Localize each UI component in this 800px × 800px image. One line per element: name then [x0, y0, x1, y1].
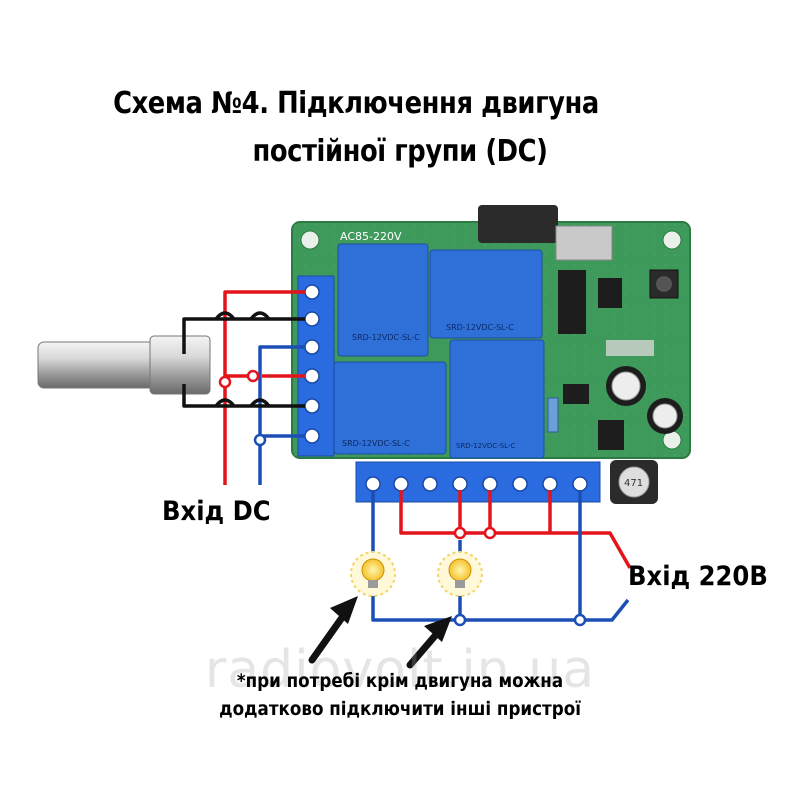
- title-line-2: постійної групи (DC): [252, 134, 548, 169]
- svg-text:AC85-220V: AC85-220V: [340, 230, 402, 243]
- arrow-icon: [308, 596, 358, 664]
- light-bulb-icon: [437, 551, 483, 597]
- note-line-1: *при потребі крім двигуна можна: [236, 670, 564, 692]
- relay-3: SRD-12VDC-SL-C: [333, 361, 447, 455]
- svg-text:471: 471: [624, 478, 643, 489]
- arrow-icon: [406, 616, 452, 669]
- title-line-1: Схема №4. Підключення двигуна: [113, 86, 599, 121]
- bottom-terminal-block: [355, 461, 601, 503]
- motor-shaft-icon: [37, 335, 211, 395]
- relay-board: SRD-12VDC-SL-C SRD-12VDC-SL-C SRD-12VDC-…: [291, 205, 691, 504]
- light-bulb-icon: [350, 551, 396, 597]
- relay-4: SRD-12VDC-SL-C: [449, 339, 545, 459]
- wire-junctions: [218, 369, 267, 447]
- relay-2: SRD-12VDC-SL-C: [429, 249, 543, 339]
- ac-wiring: [371, 490, 632, 622]
- left-terminal-block: [297, 275, 335, 457]
- svg-text:SRD-12VDC-SL-C: SRD-12VDC-SL-C: [456, 442, 515, 450]
- svg-text:SRD-12VDC-SL-C: SRD-12VDC-SL-C: [342, 439, 410, 448]
- svg-text:SRD-12VDC-SL-C: SRD-12VDC-SL-C: [446, 323, 514, 332]
- note-line-2: додатково підключити інші пристрої: [219, 698, 581, 720]
- relay-1: SRD-12VDC-SL-C: [337, 243, 429, 357]
- label-input-dc: Вхід DC: [162, 496, 271, 527]
- label-input-220: Вхід 220В: [628, 561, 768, 592]
- svg-text:SRD-12VDC-SL-C: SRD-12VDC-SL-C: [352, 333, 420, 342]
